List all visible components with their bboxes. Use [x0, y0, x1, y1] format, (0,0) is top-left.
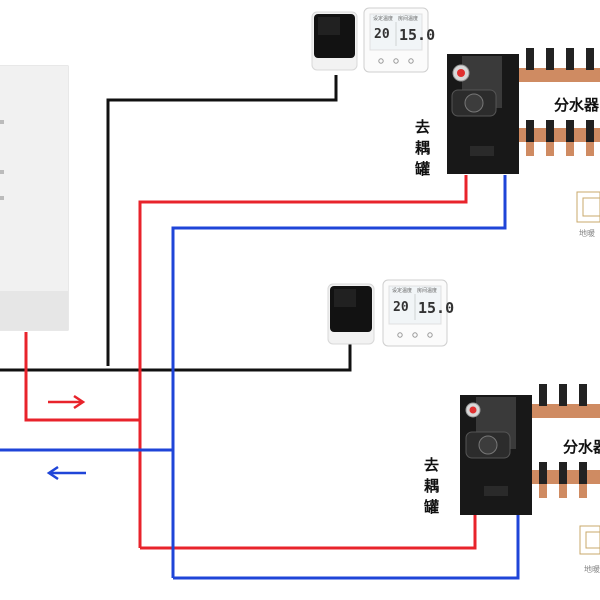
thermostat-1-wire [106, 75, 338, 366]
thermostat-2-room-label: 房间温度 [417, 287, 437, 294]
supply-flow-arrow [48, 394, 86, 410]
supply-pipe-zone-2 [140, 513, 477, 550]
separator-1-label-char-1: 去 [415, 118, 430, 136]
return-pipe-zone-1 [171, 175, 507, 578]
supply-pipe-zone-1 [138, 175, 468, 548]
return-pipes [0, 175, 520, 580]
separator-2-label-char-3: 罐 [423, 498, 439, 516]
thermostat-2-wire [0, 344, 352, 372]
thermostat-2-set-temp: 20 [393, 300, 409, 315]
manifold-1 [519, 48, 600, 156]
thermostat-2-set-label: 设定温度 [392, 287, 412, 294]
floor-loop-1 [576, 191, 600, 223]
control-wiring [0, 75, 352, 372]
thermostat-2-room-temp: 15.0 [418, 299, 454, 317]
thermostat-1-set-temp: 20 [374, 27, 390, 42]
manifold-2 [532, 384, 600, 498]
thermostat-1-room-label: 房间温度 [398, 15, 418, 22]
return-flow-arrow [46, 465, 86, 481]
supply-pipes [24, 175, 477, 550]
floor-loop-2-label: 地暖 [584, 564, 600, 574]
manifold-1-label: 分水器 [554, 96, 600, 114]
control-box-1 [311, 11, 358, 71]
hydraulic-separator-2 [460, 395, 532, 515]
wall-boiler [0, 65, 69, 331]
thermostat-2: 设定温度 房间温度 20 15.0 [382, 279, 454, 347]
hydraulic-separator-1 [447, 54, 519, 174]
thermostat-1-set-label: 设定温度 [373, 15, 393, 22]
floor-loop-2 [579, 525, 600, 555]
separator-1-label-char-2: 耦 [415, 139, 430, 157]
separator-1-label-char-3: 罐 [414, 160, 430, 178]
manifold-2-label: 分水器 [563, 438, 600, 456]
floor-loop-1-label: 地暖 [579, 228, 595, 238]
thermostat-1-room-temp: 15.0 [399, 26, 435, 44]
separator-2-label-char-2: 耦 [424, 477, 439, 495]
control-box-2 [327, 283, 375, 345]
separator-2-label-char-1: 去 [424, 456, 439, 474]
return-pipe-zone-2 [173, 513, 520, 580]
supply-pipe-boiler-down [24, 332, 140, 422]
thermostat-1: 设定温度 房间温度 20 15.0 [363, 7, 435, 73]
